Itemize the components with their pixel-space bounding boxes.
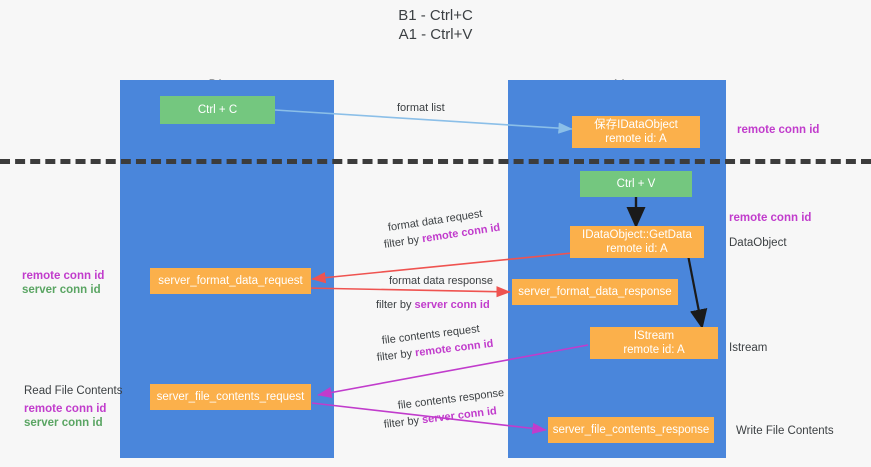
page-title: B1 - Ctrl+C A1 - Ctrl+V	[398, 7, 473, 43]
annotation-write-file-contents: Write File Contents	[736, 425, 834, 437]
edge-label-format-data-response-filter-prefix: filter by	[376, 299, 415, 311]
edge-label-format-data-request-filter-prefix: filter by	[383, 233, 424, 251]
edge-label-format-data-response: format data response	[389, 275, 493, 287]
edge-label-format-list: format list	[397, 102, 445, 114]
annotation-read-file-contents: Read File Contents	[24, 385, 123, 397]
edge-label-format-data-response-filter: filter by server conn id	[376, 298, 490, 312]
node-server-format-data-request[interactable]: server_format_data_request	[150, 268, 311, 294]
annotation-left-remote-conn-id-mid: remote conn id	[22, 270, 105, 282]
node-server-file-contents-request[interactable]: server_file_contents_request	[150, 384, 311, 410]
annotation-dataobject: DataObject	[729, 237, 787, 249]
edge-label-file-contents-response-filter-prefix: filter by	[383, 414, 423, 431]
annotation-left-server-conn-id-mid: server conn id	[22, 284, 101, 296]
node-save-idataobject[interactable]: 保存IDataObject remote id: A	[572, 116, 700, 148]
annotation-remote-conn-id-top: remote conn id	[737, 124, 820, 136]
annotation-istream: Istream	[729, 342, 768, 354]
edge-format-data-response	[305, 286, 511, 298]
node-ctrl-c[interactable]: Ctrl + C	[160, 96, 275, 124]
edge-label-format-data-response-filter-value: server conn id	[414, 299, 490, 311]
annotation-left-server-conn-id-bottom: server conn id	[24, 417, 103, 429]
edge-label-file-contents-request-filter-prefix: filter by	[376, 347, 416, 364]
annotation-remote-conn-id-mid: remote conn id	[729, 212, 812, 224]
node-ctrl-v[interactable]: Ctrl + V	[580, 171, 692, 197]
annotation-left-remote-conn-id-bottom: remote conn id	[24, 403, 107, 415]
node-idataobject-getdata[interactable]: IDataObject::GetData remote id: A	[570, 226, 704, 258]
node-server-format-data-response[interactable]: server_format_data_response	[512, 279, 678, 305]
node-istream[interactable]: IStream remote id: A	[590, 327, 718, 359]
node-server-file-contents-response[interactable]: server_file_contents_response	[548, 417, 714, 443]
phase-separator	[0, 159, 871, 164]
